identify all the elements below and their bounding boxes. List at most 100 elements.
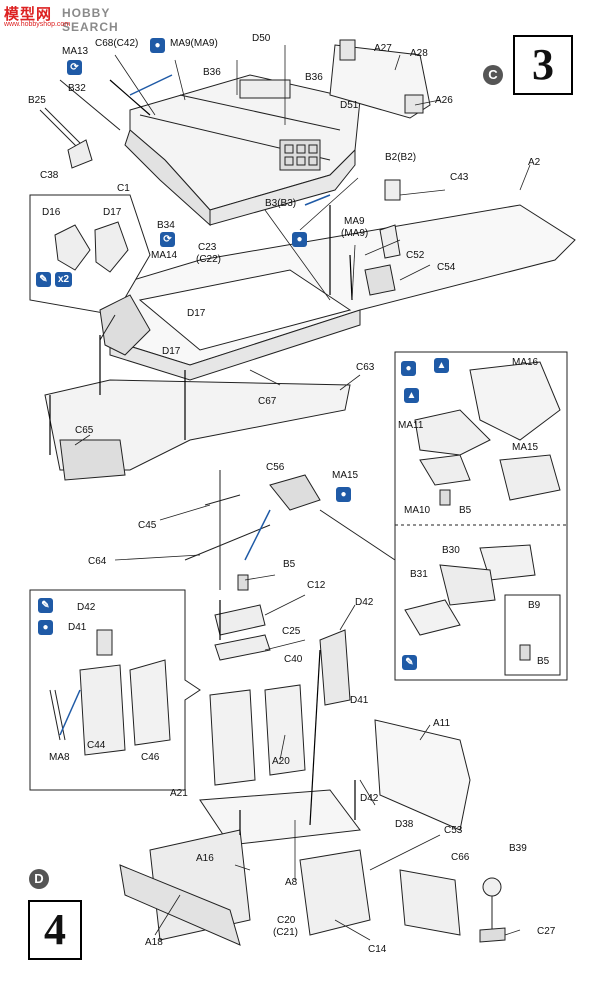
- label-c66: C66: [451, 852, 470, 863]
- label-b2: B2(B2): [385, 152, 417, 163]
- label-c45: C45: [138, 520, 157, 531]
- label-a11: A11: [433, 718, 451, 729]
- label-d17-mid: D17: [187, 308, 206, 319]
- paint-drop-icon: ●: [401, 361, 416, 376]
- section-c-letter: C: [488, 67, 498, 82]
- label-c53: C53: [444, 825, 463, 836]
- watermark-en: HOBBY SEARCH: [62, 6, 119, 34]
- x2-icon: x2: [55, 272, 73, 287]
- cement-icon: ✎: [38, 598, 53, 613]
- step-4-number: 4: [44, 905, 66, 954]
- label-c43: C43: [450, 172, 469, 183]
- x2-text: x2: [58, 274, 70, 285]
- label-c22: (C22): [196, 254, 222, 265]
- label-a27: A27: [374, 43, 392, 54]
- label-c1: C1: [117, 183, 130, 194]
- label-c25: C25: [282, 626, 301, 637]
- label-b36-left: B36: [203, 67, 221, 78]
- flip-icon: ⟳: [67, 60, 82, 75]
- label-ma11: MA11: [398, 420, 424, 431]
- label-a28: A28: [410, 48, 428, 59]
- label-a26: A26: [435, 95, 453, 106]
- label-a8: A8: [285, 877, 298, 888]
- label-c21: (C21): [273, 927, 299, 938]
- label-c52: C52: [406, 250, 425, 261]
- section-d-letter: D: [34, 871, 44, 886]
- label-c23: C23: [198, 242, 217, 253]
- label-b5-small: B5: [537, 656, 550, 667]
- label-ma15-inset: MA15: [512, 442, 539, 453]
- cement-icon: ✎: [402, 655, 417, 670]
- paint-drop-icon: ●: [336, 487, 351, 502]
- label-c38: C38: [40, 170, 59, 181]
- label-b5: B5: [283, 559, 296, 570]
- label-c64: C64: [88, 556, 107, 567]
- label-d16: D16: [42, 207, 61, 218]
- label-c46: C46: [141, 752, 160, 763]
- watermark-url: www.hobbyshop.com: [4, 21, 71, 28]
- label-ma9-mid: MA9: [344, 216, 365, 227]
- label-ma9-top: MA9(MA9): [170, 38, 218, 49]
- watermark-logo: 模型网 HOBBY SEARCH www.hobbyshop.com: [0, 0, 160, 34]
- paint-drop-icon: ●: [38, 620, 53, 635]
- label-b25: B25: [28, 95, 46, 106]
- label-c27: C27: [537, 926, 556, 937]
- section-c-badge: C: [483, 65, 503, 85]
- label-c67: C67: [258, 396, 277, 407]
- label-ma8: MA8: [49, 752, 70, 763]
- flip-icon: ▲: [434, 358, 449, 373]
- label-c44: C44: [87, 740, 106, 751]
- step-3-number: 3: [532, 40, 554, 89]
- label-d17-inset: D17: [103, 207, 122, 218]
- label-b5-inset: B5: [459, 505, 472, 516]
- label-ma9-paren: (MA9): [341, 228, 369, 239]
- superstructure-assembly: [39, 39, 431, 227]
- paint-drop-icon: ●: [150, 38, 165, 53]
- label-b39: B39: [509, 843, 527, 854]
- label-c54: C54: [437, 262, 456, 273]
- label-a16: A16: [196, 853, 214, 864]
- label-d38: D38: [395, 819, 414, 830]
- step-4-box: 4: [28, 900, 82, 960]
- label-ma15: MA15: [332, 470, 359, 481]
- step-3-box: 3: [513, 35, 573, 95]
- paint-drop-icon: ●: [292, 232, 307, 247]
- label-b36-right: B36: [305, 72, 323, 83]
- label-ma16: MA16: [512, 357, 539, 368]
- label-c68: C68(C42): [95, 38, 139, 49]
- label-d42-mid: D42: [355, 597, 374, 608]
- section-d-badge: D: [29, 869, 49, 889]
- watermark-cn: 模型网: [4, 6, 53, 23]
- mast-assembly: [184, 470, 321, 661]
- label-c14: C14: [368, 944, 387, 955]
- flip-icon: ▲: [404, 388, 419, 403]
- label-ma10: MA10: [404, 505, 431, 516]
- label-a20: A20: [272, 756, 290, 767]
- label-b31: B31: [410, 569, 428, 580]
- label-d42-low: D42: [360, 793, 379, 804]
- cement-icon: ✎: [36, 272, 51, 287]
- label-b34: B34: [157, 220, 175, 231]
- deck-a2-assembly: [44, 179, 576, 481]
- label-c40: C40: [284, 654, 303, 665]
- label-b30: B30: [442, 545, 460, 556]
- inset-c44-c46: [29, 589, 201, 791]
- label-d17-low: D17: [162, 346, 181, 357]
- paint-arrows: [59, 74, 331, 736]
- label-a21: A21: [170, 788, 188, 799]
- label-c63: C63: [356, 362, 375, 373]
- assembly-arrows: [49, 79, 356, 835]
- label-c12: C12: [307, 580, 326, 591]
- label-c56: C56: [266, 462, 285, 473]
- label-d51: D51: [340, 100, 359, 111]
- label-d41-inset: D41: [68, 622, 87, 633]
- label-b9: B9: [528, 600, 541, 611]
- label-c65: C65: [75, 425, 94, 436]
- label-ma13: MA13: [62, 46, 89, 57]
- inset-ma15-ma16: [319, 351, 568, 681]
- label-d41: D41: [350, 695, 369, 706]
- label-c20: C20: [277, 915, 296, 926]
- label-b32: B32: [68, 83, 86, 94]
- label-d50: D50: [252, 33, 271, 44]
